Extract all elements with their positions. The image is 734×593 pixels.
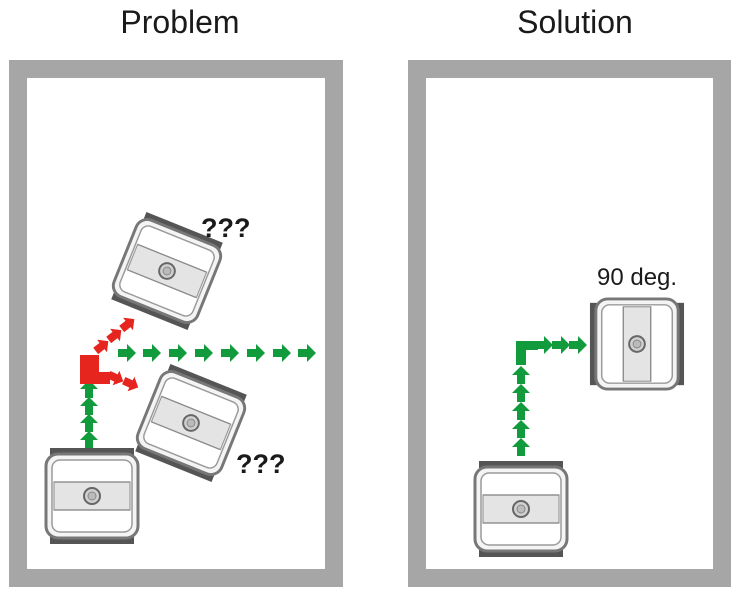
rotation-label: 90 deg.: [597, 264, 677, 291]
solution-title: Solution: [517, 4, 633, 40]
solution-frame: [408, 60, 731, 587]
question-label-top: ???: [201, 213, 250, 243]
question-label-bottom: ???: [236, 449, 285, 479]
robot-start-solution: [473, 459, 569, 559]
problem-title: Problem: [120, 4, 240, 40]
red-junction: [80, 355, 110, 384]
robot-start: [44, 446, 140, 546]
robot-turned: [588, 297, 686, 391]
path-corner: [516, 341, 538, 365]
